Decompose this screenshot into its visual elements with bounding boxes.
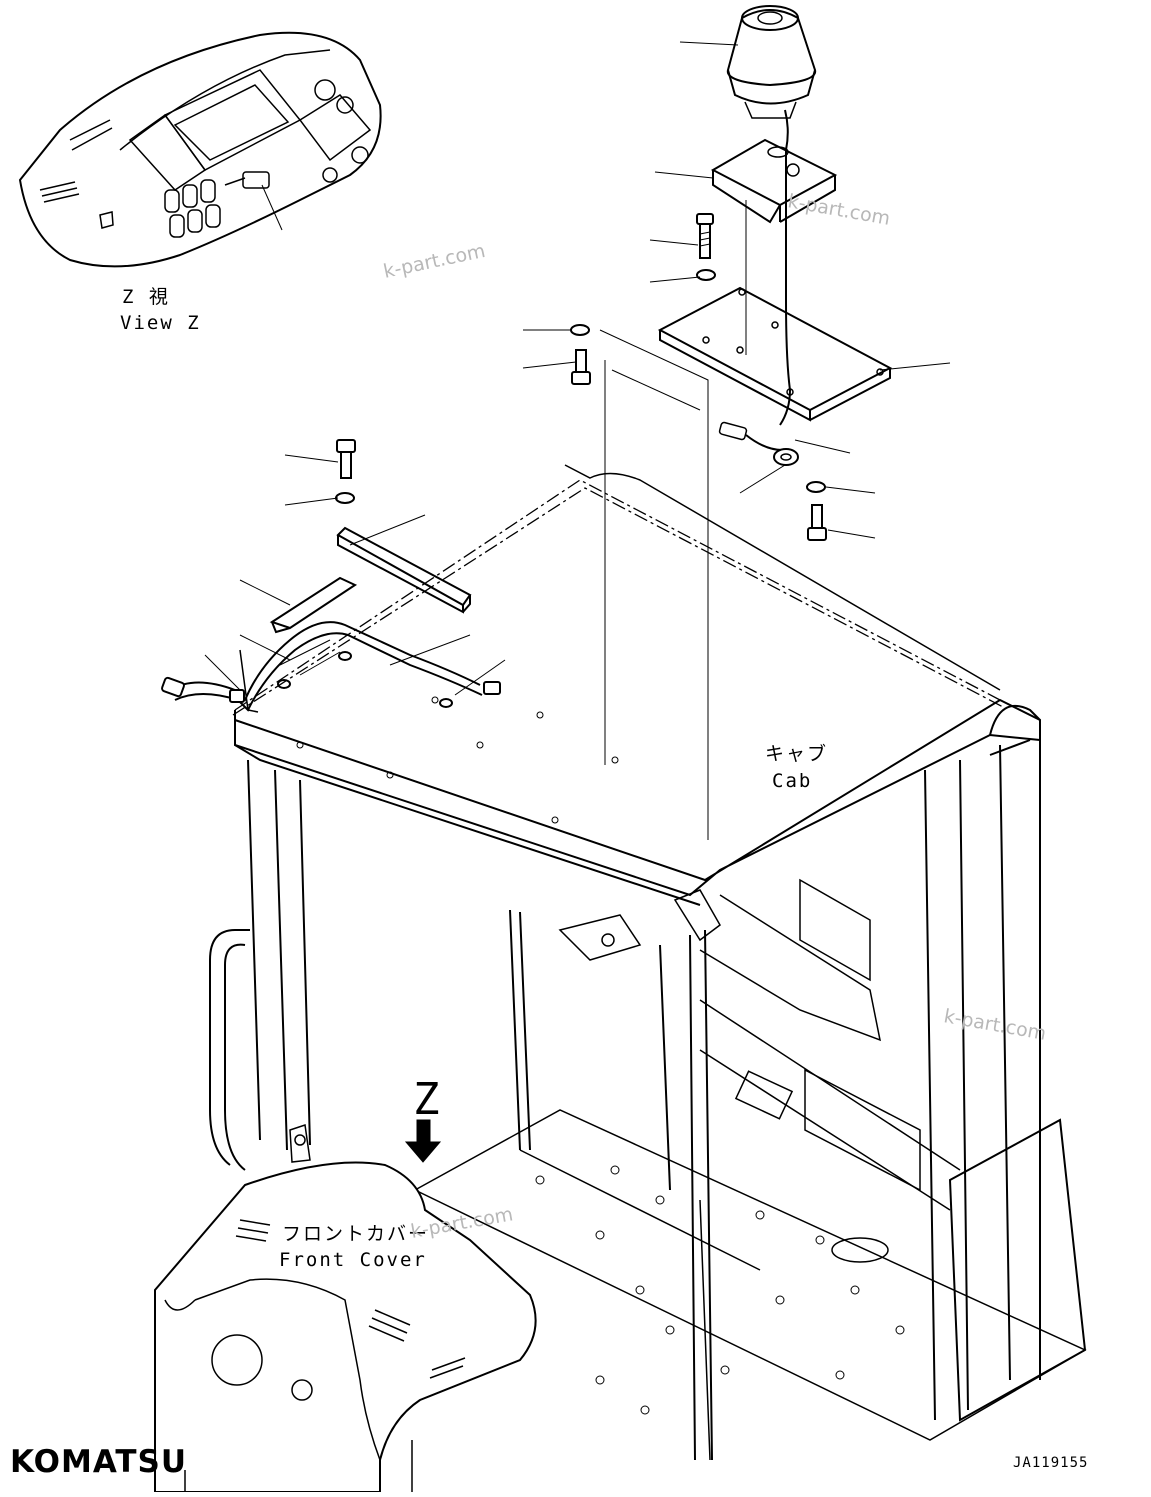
front-cover <box>154 1124 537 1493</box>
rotating-beacon-icon <box>726 5 817 119</box>
front-cover-label-jp: フロントカバー <box>282 1223 429 1245</box>
bolt-harness <box>336 439 356 479</box>
bolt-right <box>807 504 827 541</box>
bolt-left <box>571 349 591 385</box>
down-arrow-icon <box>404 1119 442 1163</box>
front-cover-label-en: Front Cover <box>279 1249 427 1271</box>
watermark: k-part.com <box>786 190 892 230</box>
z-marker-label: Z <box>413 1074 443 1125</box>
komatsu-logo: KOMATSU <box>10 1444 187 1480</box>
harness-clamp-small <box>269 576 358 630</box>
bolt-upper <box>696 213 714 259</box>
cab-label-en: Cab <box>772 770 812 792</box>
view-z-dashboard <box>18 31 382 268</box>
view-z-label-en: View Z <box>120 312 201 334</box>
drawing-code: JA119155 <box>1013 1455 1088 1471</box>
leader-lines <box>204 41 951 696</box>
cab-label-jp: キャブ <box>765 742 828 765</box>
watermark: k-part.com <box>381 240 487 283</box>
view-z-label-jp: Z 視 <box>122 286 170 308</box>
mounting-plate <box>657 286 893 412</box>
watermark: k-part.com <box>942 1005 1048 1045</box>
